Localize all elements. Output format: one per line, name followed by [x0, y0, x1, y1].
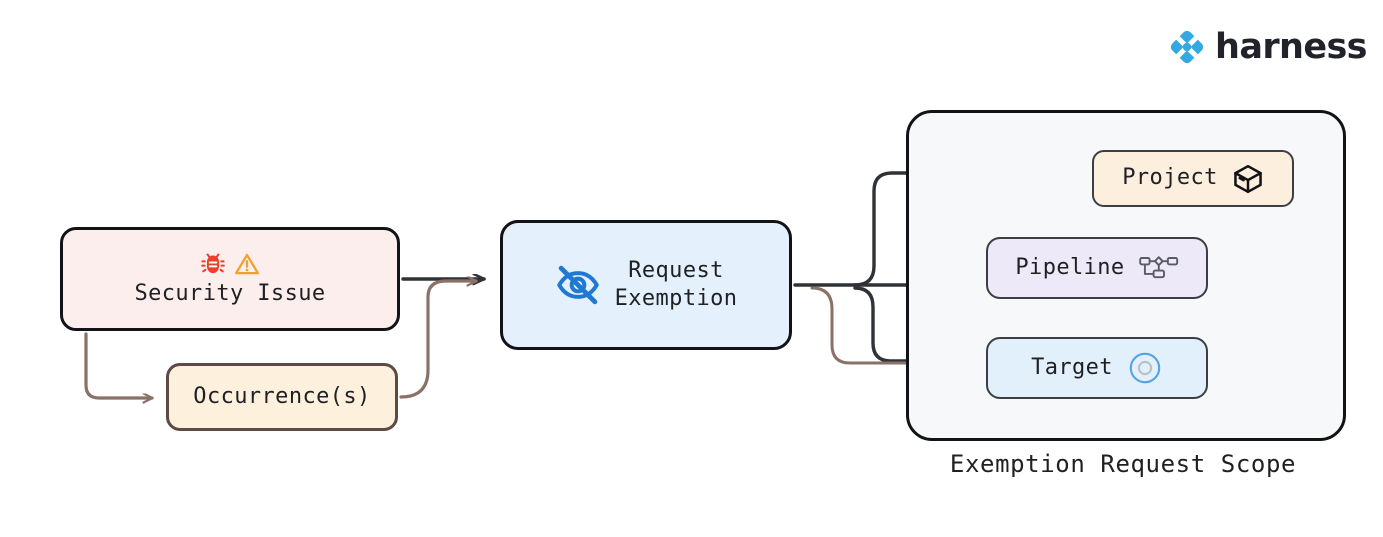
harness-logo: harness [1168, 26, 1368, 67]
security-issue-icons [200, 250, 260, 278]
node-project-label: Project [1122, 165, 1218, 191]
node-request-exemption-label: Request Exemption [614, 257, 738, 311]
exemption-request-scope-label: Exemption Request Scope [949, 450, 1297, 478]
bug-icon [201, 253, 225, 274]
node-project[interactable]: Project [1092, 150, 1294, 207]
warning-triangle-icon [235, 253, 259, 275]
edge-security-to-occurrences [84, 332, 154, 398]
brand-name: harness [1215, 26, 1368, 67]
node-occurrences[interactable]: Occurrence(s) [166, 363, 398, 431]
node-pipeline[interactable]: Pipeline [986, 237, 1208, 299]
node-security-issue[interactable]: Security Issue [60, 227, 400, 331]
node-target-label: Target [1031, 354, 1113, 380]
harness-diamond-logo-icon [1170, 30, 1204, 64]
node-occurrences-label: Occurrence(s) [193, 383, 371, 409]
pipeline-nodes-icon [1138, 256, 1178, 279]
cube-icon [1233, 164, 1262, 193]
target-circle-icon [1129, 352, 1161, 384]
eye-off-icon [556, 265, 599, 305]
node-request-exemption[interactable]: Request Exemption [500, 220, 792, 350]
edge-occurrences-to-request [399, 281, 478, 399]
node-target[interactable]: Target [986, 337, 1208, 399]
node-security-issue-label: Security Issue [134, 280, 326, 306]
node-pipeline-label: Pipeline [1015, 254, 1125, 280]
